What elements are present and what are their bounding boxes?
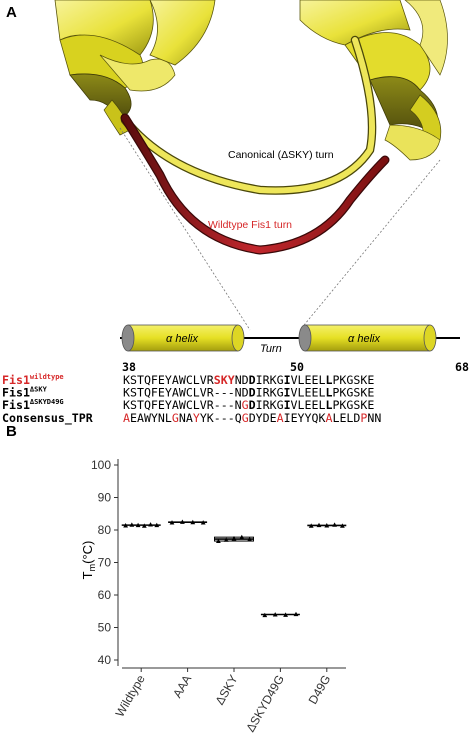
alignment-row-sequence: KSTQFEYAWCLVRSKYNDDIRKGIVLEELLPKGSKE: [123, 373, 374, 387]
turn-schematic-label: Turn: [260, 343, 282, 355]
x-tick-label: ΔSKY: [212, 673, 240, 708]
data-point: [339, 523, 345, 528]
x-tick-label: D49G: [306, 673, 334, 707]
alignment-row-sequence: AEAWYNLGNAYYK---QGDYDEAIEYYQKALELDPNN: [123, 411, 381, 425]
y-tick-label: 40: [98, 653, 112, 667]
alignment-row-sequence: KSTQFEYAWCLVR---NGDIRKGIVLEELLPKGSKE: [123, 398, 374, 412]
alignment-row-sequence: KSTQFEYAWCLVR---NDDIRKGIVLEELLPKGSKE: [123, 386, 374, 400]
data-point: [141, 523, 147, 528]
data-point: [216, 538, 221, 544]
protein-structure-illustration: [54, 0, 448, 255]
data-point: [169, 520, 175, 525]
x-tick-label: Wildtype: [113, 672, 148, 719]
data-point: [154, 522, 160, 528]
data-point: [180, 519, 185, 524]
y-tick-label: 90: [98, 491, 112, 505]
data-point: [262, 612, 268, 618]
y-tick-label: 70: [98, 556, 112, 570]
canonical-turn-label: Canonical (ΔSKY) turn: [228, 149, 334, 161]
connector-line-left: [119, 127, 251, 331]
data-point: [190, 519, 196, 525]
data-point: [272, 612, 278, 617]
data-point: [123, 523, 129, 528]
y-tick-label: 50: [98, 621, 112, 635]
connector-line-right: [299, 159, 441, 331]
data-point: [316, 522, 322, 528]
data-point: [283, 612, 288, 617]
y-axis: 40 50 60 70 80 90 100: [91, 458, 119, 667]
panel-a-label: A: [6, 4, 17, 21]
data-point: [231, 536, 237, 541]
data-point: [239, 534, 245, 540]
residue-number-50: 50: [290, 360, 304, 374]
data-point: [148, 522, 153, 527]
data-point: [135, 522, 141, 528]
data-point: [129, 522, 135, 527]
wildtype-turn-label: Wildtype Fis1 turn: [208, 219, 292, 231]
alignment-row-name: Fis1ΔSKY: [2, 386, 48, 400]
data-point: [223, 537, 229, 542]
x-tick-label: AAA: [170, 673, 194, 701]
data-point: [200, 520, 206, 525]
residue-number-68: 68: [455, 360, 469, 374]
panel-b-label: B: [6, 423, 17, 440]
alignment-row-name: Fis1wildtype: [2, 373, 64, 387]
y-tick-label: 60: [98, 588, 112, 602]
residue-number-38: 38: [122, 360, 136, 374]
alignment-row-name: Fis1ΔSKYD49G: [2, 398, 64, 412]
y-tick-label: 80: [98, 523, 112, 537]
data-point: [293, 611, 299, 617]
alignment-row-name: Consensus_TPR: [2, 411, 93, 426]
y-axis-label: Tm(°C): [80, 541, 97, 580]
helix-2-label: α helix: [348, 333, 380, 345]
data-point: [247, 536, 252, 542]
data-point: [324, 523, 330, 528]
data-point: [308, 523, 314, 528]
chart-marks: [121, 519, 347, 618]
helix-1-label: α helix: [166, 333, 198, 345]
data-point: [332, 522, 337, 527]
y-tick-label: 100: [91, 458, 111, 472]
secondary-structure-schematic: [120, 324, 460, 352]
x-tick-label: ΔSKYD49G: [243, 673, 287, 735]
sequence-alignment: Fis1wildtype KSTQFEYAWCLVRSKYNDDIRKGIVLEE…: [2, 373, 381, 426]
